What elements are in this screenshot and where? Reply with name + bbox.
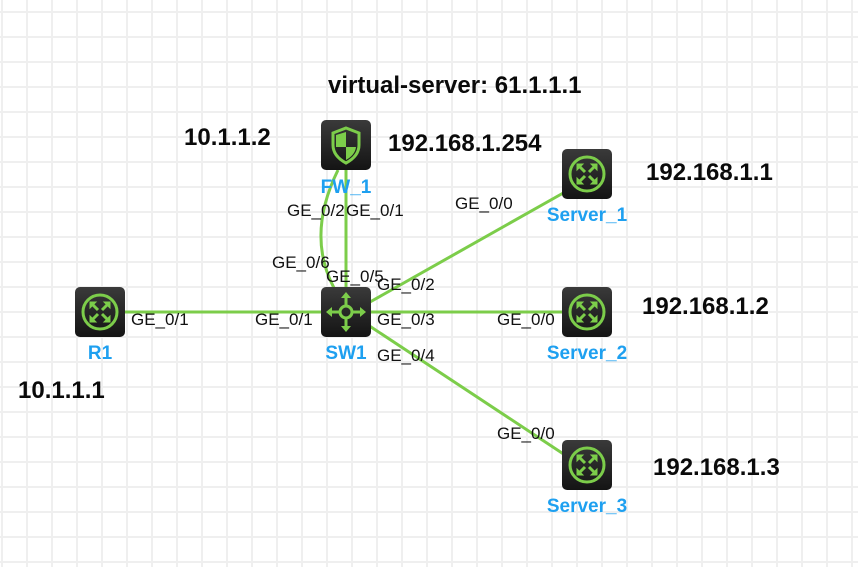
port-label-sw1-ge05: GE_0/5 [326, 267, 384, 286]
device-fw1[interactable] [321, 120, 371, 170]
port-label-server1-ge00: GE_0/0 [455, 194, 513, 213]
ip-label-fw1-outside: 10.1.1.2 [184, 124, 271, 151]
device-label-server3: Server_3 [546, 496, 628, 517]
port-label-r1-ge01: GE_0/1 [131, 310, 189, 329]
device-r1[interactable] [75, 287, 125, 337]
link-sw1-server1[interactable] [369, 190, 566, 304]
device-label-sw1: SW1 [325, 343, 367, 364]
virtual-server-annotation: virtual-server: 61.1.1.1 [328, 72, 582, 99]
link-fw1-ge02-sw1-ge06[interactable] [319, 169, 340, 289]
device-label-r1: R1 [87, 343, 113, 364]
port-label-sw1-ge04: GE_0/4 [377, 346, 435, 365]
port-label-sw1-ge03: GE_0/3 [377, 310, 435, 329]
port-label-server2-ge00: GE_0/0 [497, 310, 555, 329]
device-label-fw1: FW_1 [320, 177, 372, 198]
router-icon [568, 155, 606, 193]
ip-label-r1: 10.1.1.1 [18, 377, 105, 404]
ip-label-server1: 192.168.1.1 [646, 159, 773, 186]
firewall-shield-icon [331, 126, 361, 165]
ip-label-fw1-inside: 192.168.1.254 [388, 130, 542, 157]
port-label-fw1-ge01: GE_0/1 [346, 201, 404, 220]
router-icon [568, 446, 606, 484]
router-icon [81, 293, 119, 331]
device-server2[interactable] [562, 287, 612, 337]
device-label-server1: Server_1 [546, 205, 628, 226]
router-icon [568, 293, 606, 331]
ip-label-server2: 192.168.1.2 [642, 293, 769, 320]
ip-label-server3: 192.168.1.3 [653, 454, 780, 481]
device-sw1[interactable] [321, 287, 371, 337]
device-label-server2: Server_2 [546, 343, 628, 364]
port-label-sw1-ge02: GE_0/2 [377, 275, 435, 294]
port-label-sw1-ge01: GE_0/1 [255, 310, 313, 329]
port-label-server3-ge00: GE_0/0 [497, 424, 555, 443]
port-label-fw1-ge02: GE_0/2 [287, 201, 345, 220]
port-label-sw1-ge06: GE_0/6 [272, 253, 330, 272]
device-server1[interactable] [562, 149, 612, 199]
device-server3[interactable] [562, 440, 612, 490]
switch-icon [326, 292, 366, 332]
link-sw1-server3[interactable] [367, 323, 566, 457]
